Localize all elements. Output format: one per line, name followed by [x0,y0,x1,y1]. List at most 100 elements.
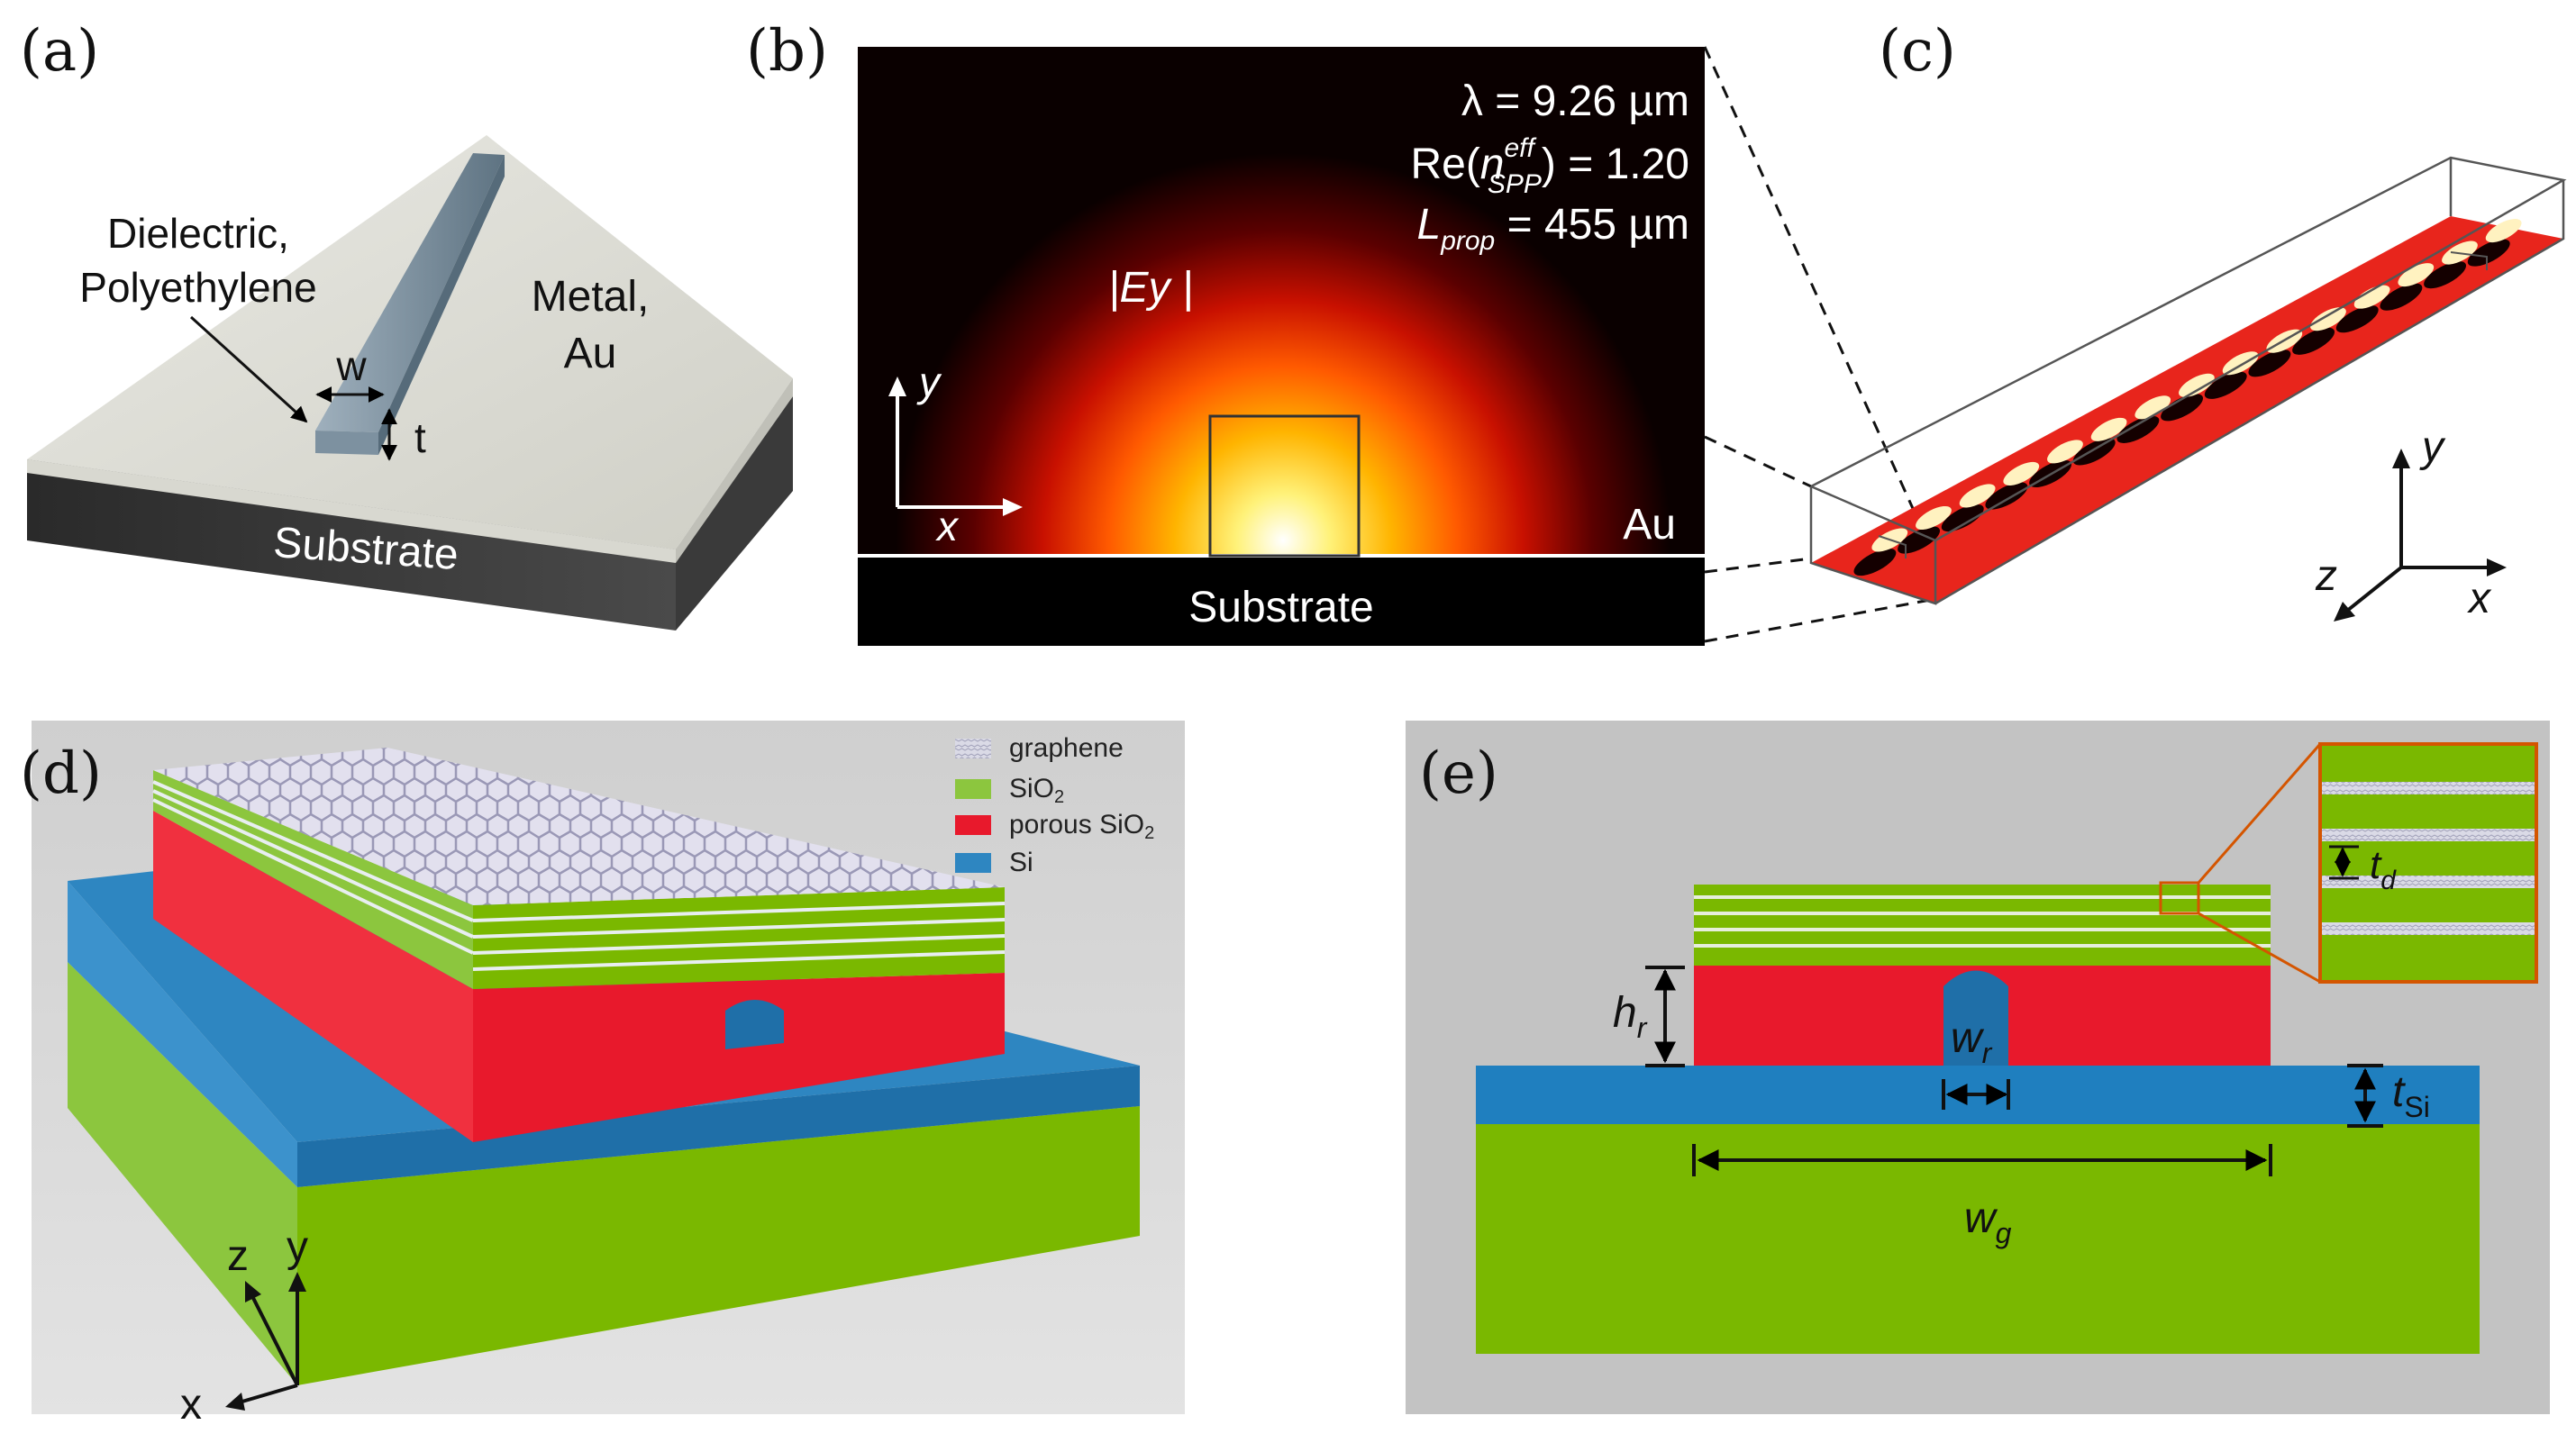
field-lobe-dark [2248,349,2291,377]
legend-swatch-sio2 [955,779,991,799]
panel-a-metal-line1: Metal, [532,273,650,321]
panel-d-porous-front [473,973,1005,1142]
field-lobe-dark [2072,438,2116,466]
panel-c-axis-y-label: y [2419,423,2446,471]
panel-b-waveguide-outline [1208,414,1361,558]
field-lobe-bright [2047,440,2083,464]
field-lobe-bright [2353,285,2390,309]
field-lobe-bright [1959,484,1996,508]
field-lobe-dark [2161,394,2204,422]
legend-label-graphene: graphene [1009,733,1124,763]
panel-d-sio2-substrate-side [68,962,297,1385]
field-lobe-bright [1916,505,1952,531]
panel-c-axis-x-label: x [2467,575,2492,622]
panel-a-dielectric-line1: Dielectric, [107,210,289,257]
panel-b-substrate-band [858,556,1705,646]
panel-d-porous-side [153,811,473,1142]
panel-c-axis-z-label: z [2315,552,2337,600]
field-lobe-dark [2204,371,2247,399]
field-lobe-dark [2424,261,2467,289]
field-lobe-dark [2380,283,2423,311]
panel-b-au-label: Au [1623,501,1676,549]
panel-d-stack-side [153,770,473,989]
legend-label-si: Si [1009,848,1033,877]
panel-a: (a) Dielectric, Polyethylene Metal, Au w… [20,18,793,631]
panel-a-substrate-front [27,459,676,631]
panel-a-metal-line2: Au [564,330,617,377]
panel-b-field-label: |Ey | [1108,264,1193,312]
panel-d-letter: (d) [20,740,102,807]
panel-b-connector-low [1704,557,1812,574]
panel-b-connector-mid [1704,435,1812,488]
panel-a-t-label: t [414,414,426,461]
panel-b-letter: (b) [746,18,828,85]
panel-d-axis-y-label: y [287,1223,308,1271]
panel-b-lprop-line: Lprop = 455 µm [1416,201,1689,256]
field-lobe-dark [2116,415,2160,443]
panel-d-si-side [68,881,297,1187]
panel-a-letter: (a) [20,18,99,85]
panel-d-x-axis [235,1384,298,1405]
legend-swatch-graphene [955,739,991,758]
panel-e: (e) td hr wr [1406,721,2550,1414]
panel-c-wireframe [1809,156,2567,605]
panel-d-legend: graphene SiO2 porous SiO2 Si [955,733,1154,877]
field-lobe-dark [2467,239,2510,267]
panel-d-axis-x-label: x [180,1381,202,1429]
panel-d-si-front [297,1066,1140,1187]
panel-e-hr-label: hr [1613,989,1648,1044]
field-lobe-dark [1898,526,1941,554]
panel-a-metal-edge [27,459,676,563]
panel-e-zoom-line-bottom [2198,912,2321,984]
field-lobe-dark [1853,549,1897,576]
field-lobe-bright [2485,219,2522,243]
panel-e-wr-label: wr [1951,1014,1993,1069]
panel-b-lambda: λ = 9.26 µm [1461,77,1689,125]
panel-e-si-rib [1943,970,2008,1066]
panel-b-field-map [858,47,1705,556]
panel-d-z-axis [249,1292,299,1386]
field-lobe-dark [1941,504,1984,532]
panel-d-si-rib [725,1000,784,1049]
field-lobe-dark [2292,327,2335,355]
field-lobe-bright [2310,307,2346,331]
panel-b-substrate-label: Substrate [1188,584,1373,631]
panel-d-sio2-substrate-front [297,1106,1140,1385]
legend-swatch-si [955,853,991,873]
panel-c-field-lobes [1853,219,2522,576]
panel-e-zoom-line-top [2197,743,2322,884]
panel-b-axis-x-label: x [935,503,960,549]
panel-c-z-axis [2341,566,2403,616]
panel-e-td-label: td [2370,843,2397,895]
legend-label-porous-sio2: porous SiO2 [1009,810,1154,843]
panel-b-connector-bottom [1704,597,1936,643]
panel-e-wg-label: wg [1964,1194,2012,1249]
panel-e-inset [2318,742,2538,984]
panel-d-graphene-top [153,748,1005,905]
field-lobe-dark [2335,305,2379,333]
panel-a-dielectric-line2: Polyethylene [79,264,316,311]
field-lobe-bright [2222,351,2259,376]
panel-d-axis-z-label: z [227,1232,249,1280]
panel-c: (c) y z x [1809,18,2567,622]
panel-a-substrate-side [676,396,793,631]
field-lobe-bright [2179,373,2215,397]
panel-e-tsi-label: tSi [2392,1068,2430,1123]
panel-e-inset-graphene [2322,782,2535,935]
legend-swatch-porous-sio2 [955,815,991,835]
legend-label-sio2: SiO2 [1009,774,1064,807]
field-lobe-bright [2398,263,2435,287]
panel-b-axis-y-label: y [916,358,942,405]
panel-b-connector-top [1703,46,1937,559]
field-lobe-bright [2135,395,2171,420]
field-lobe-bright [2003,461,2040,486]
field-lobe-bright [2090,417,2127,441]
panel-d: (d) graphene SiO2 [20,721,1185,1429]
panel-e-letter: (e) [1419,740,1498,807]
panel-a-dielectric-ribbon [315,153,505,432]
panel-c-letter: (c) [1879,18,1956,85]
panel-a-w-label: w [335,342,367,389]
